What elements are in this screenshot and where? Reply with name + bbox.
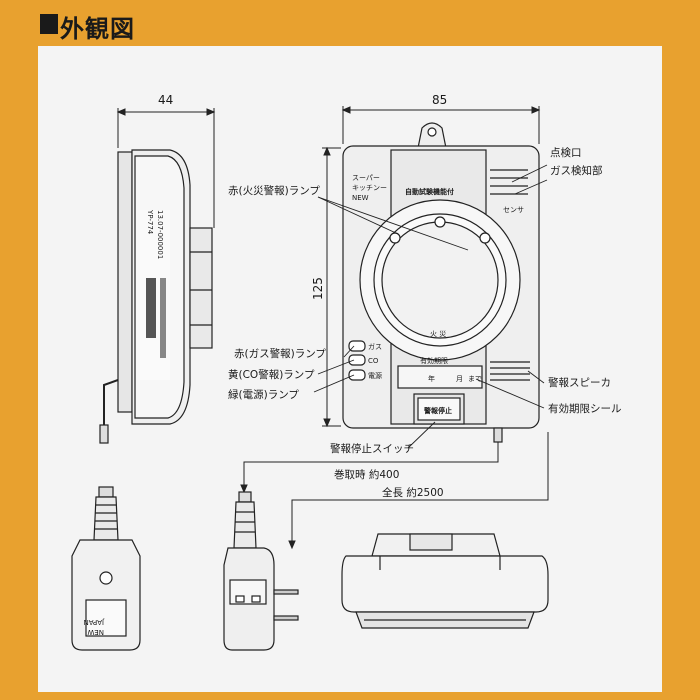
expiry-title-text: 有効期限 [420, 356, 448, 365]
stop-button-text: 警報停止 [424, 406, 452, 415]
fire-label-text: 火 災 [430, 330, 446, 338]
plug-side [223, 491, 299, 651]
sensor-label-text: センサ [503, 206, 524, 214]
gas-lamp-label: 赤(ガス警報)ランプ [234, 347, 326, 360]
barcode-icon [146, 278, 156, 338]
auto-test-text: 自動試験機能付 [405, 187, 454, 196]
stop-switch-label: 警報停止スイッチ [330, 442, 414, 455]
expiry-month-text: 月 [456, 375, 463, 383]
front-texts: スーパー キッチンー NEW 自動試験機能付 火 災 ガス CO 電源 有効期限… [352, 174, 524, 415]
brand-line-2: キッチンー [352, 184, 387, 192]
cord-wound-label: 巻取時 約400 [334, 468, 399, 481]
lamp-power-text: 電源 [368, 371, 382, 380]
dim-125-text: 125 [311, 277, 325, 300]
lamp-gas-text: ガス [368, 342, 382, 351]
perspective-view [341, 533, 549, 629]
dim-side-width [116, 108, 216, 228]
dim-44-text: 44 [158, 93, 173, 107]
gas-sensor-label: ガス検知部 [550, 164, 603, 177]
alarm-speaker-label: 警報スピーカ [548, 376, 611, 389]
callout-leaders [313, 164, 548, 449]
page-title: 外観図 [60, 15, 135, 43]
expiry-until-text: まで [468, 375, 482, 383]
power-lamp-label: 緑(電源)ランプ [228, 388, 299, 401]
side-label: YP-774 13.07-000001 [146, 209, 166, 358]
brand-line-1: スーパー [352, 174, 380, 182]
co-lamp-label: 黄(CO警報)ランプ [228, 368, 315, 381]
cord-total-label: 全長 約2500 [382, 486, 444, 499]
plug-label-line1: JAPAN [83, 618, 105, 626]
front-view [342, 122, 540, 443]
expiry-seal-label: 有効期限シール [548, 402, 622, 415]
title-square-icon [40, 14, 58, 34]
dim-85-text: 85 [432, 93, 447, 107]
plug-label-line2: NEW [87, 628, 104, 636]
brand-line-3: NEW [352, 194, 369, 202]
lamp-co-text: CO [368, 357, 379, 365]
header: 外観図 [0, 0, 700, 44]
side-model-text: YP-774 [146, 209, 154, 235]
dim-front-width [341, 106, 541, 144]
inspection-port-label: 点検口 [550, 146, 582, 159]
plug-front [71, 486, 141, 651]
fire-lamp-label: 赤(火災警報)ランプ [228, 184, 320, 197]
side-serial-text: 13.07-000001 [156, 210, 164, 259]
cord-dimension-lines [240, 432, 549, 550]
dim-front-height [322, 146, 341, 428]
expiry-year-text: 年 [428, 374, 435, 383]
spec-text-block [160, 278, 166, 358]
